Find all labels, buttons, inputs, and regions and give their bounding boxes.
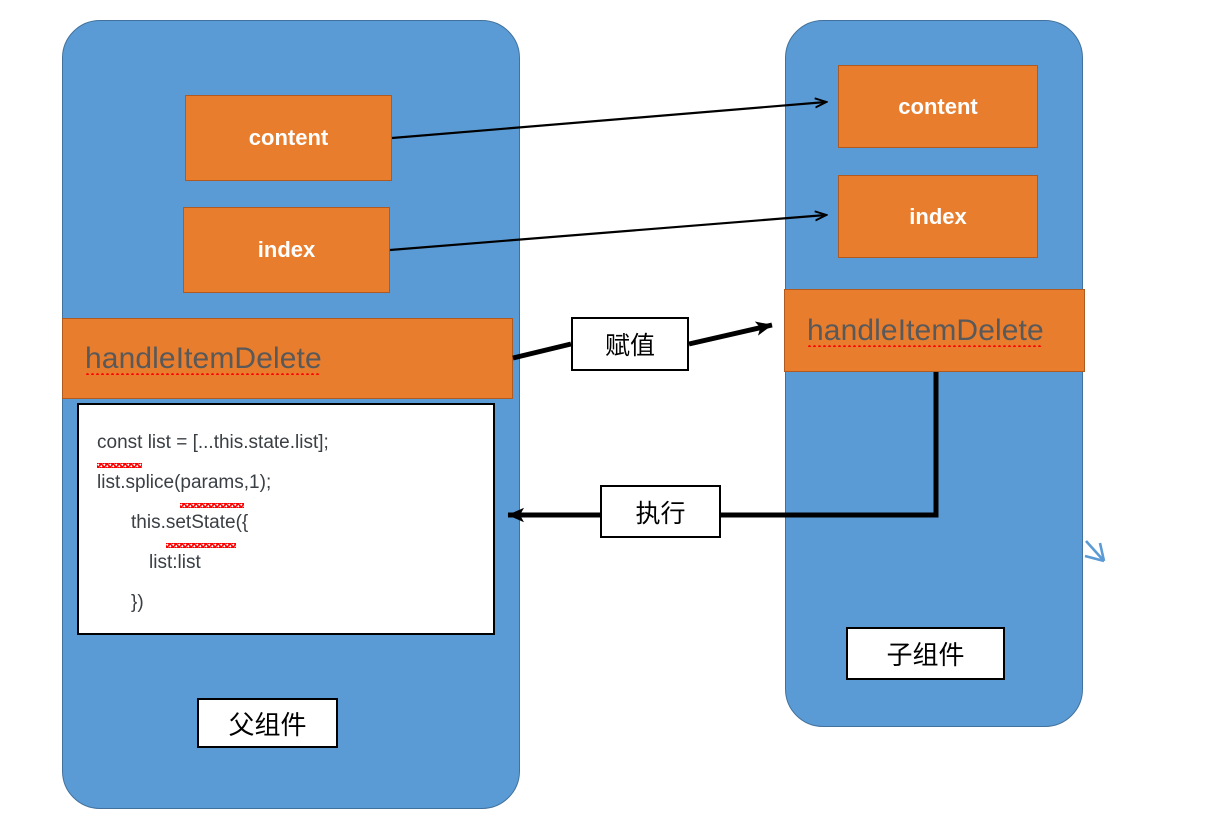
child-prop-index-label: index (909, 203, 967, 229)
code-token-post: ({ (235, 512, 249, 533)
assign-callout-label: 赋值 (604, 331, 655, 360)
code-line: const list = [...this.state.list]; (79, 423, 493, 468)
parent-component-tag[interactable]: 父组件 (197, 698, 338, 748)
code-token-squiggle: const (97, 423, 143, 468)
code-token-pre: }) (131, 592, 144, 613)
child-prop-content-label: content (898, 93, 978, 119)
code-token-pre: this. (131, 512, 166, 533)
child-prop-index-box[interactable]: index (838, 175, 1038, 258)
resize-arrow-icon[interactable] (1084, 540, 1106, 563)
code-token-squiggle: params (180, 463, 245, 508)
parent-prop-content-box[interactable]: content (185, 95, 392, 181)
parent-handler-label: handleItemDelete (63, 342, 322, 376)
parent-component-tag-label: 父组件 (228, 710, 307, 741)
code-line: list.splice(params,1); (79, 463, 493, 508)
code-token-post: ,1); (243, 472, 272, 493)
child-component-tag-label: 子组件 (886, 641, 965, 671)
execute-callout-label: 执行 (635, 498, 686, 528)
child-handler-bar[interactable]: handleItemDelete (784, 289, 1085, 372)
code-token-pre: list:list (149, 552, 201, 573)
parent-prop-index-box[interactable]: index (183, 207, 390, 293)
code-token-squiggle: setState (165, 503, 236, 548)
child-handler-label: handleItemDelete (785, 314, 1044, 348)
code-token-post: list = [...this.state.list]; (142, 432, 329, 453)
assign-callout[interactable]: 赋值 (571, 317, 689, 371)
code-line: list:list (79, 543, 493, 583)
parent-handler-bar[interactable]: handleItemDelete (62, 318, 513, 399)
code-line: }) (79, 583, 493, 623)
execute-callout[interactable]: 执行 (600, 485, 721, 538)
child-component-tag[interactable]: 子组件 (846, 627, 1005, 680)
parent-prop-content-label: content (248, 125, 329, 150)
parent-handler-code-box[interactable]: const list = [...this.state.list]; list.… (77, 403, 495, 635)
code-token-pre: list.splice( (97, 472, 181, 493)
code-line: this.setState({ (79, 503, 493, 548)
child-prop-content-box[interactable]: content (838, 65, 1038, 148)
parent-prop-index-label: index (257, 237, 316, 262)
